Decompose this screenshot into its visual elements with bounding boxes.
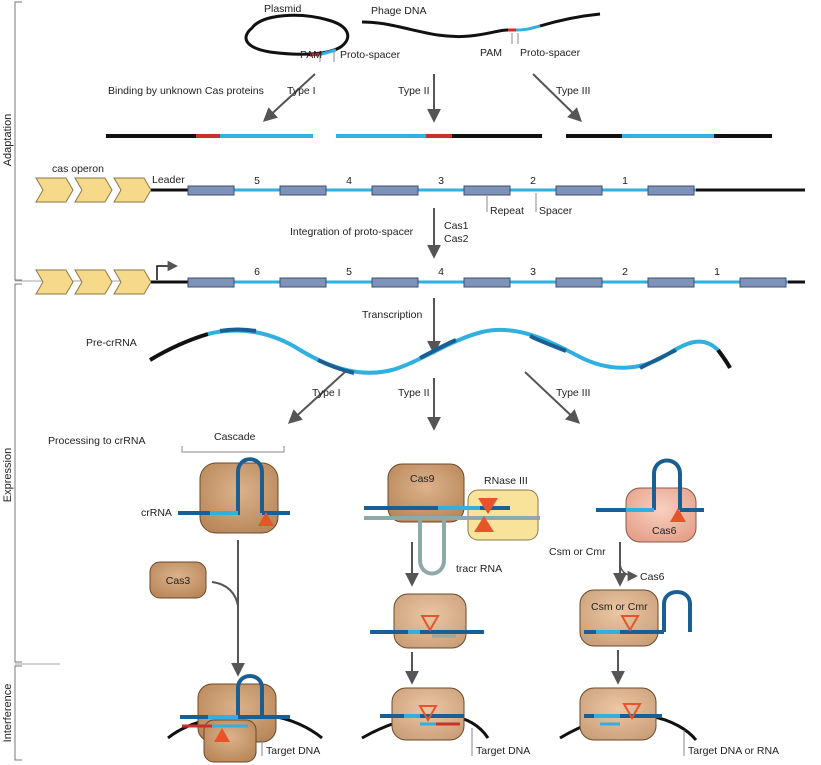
spacer-number: 5	[254, 175, 260, 187]
spacer-number: 3	[530, 266, 536, 278]
integration-label: Integration of proto-spacer	[290, 226, 414, 238]
spacer-number: 2	[622, 266, 628, 278]
type-i-label-expr: Type I	[312, 387, 341, 399]
cas3-label: Cas3	[166, 575, 191, 587]
cas6-label: Cas6	[652, 525, 677, 537]
type-ii-label-expr: Type II	[398, 387, 430, 399]
spacer-number: 3	[438, 175, 444, 187]
cascade-label: Cascade	[214, 431, 256, 443]
crrna-label: crRNA	[141, 507, 172, 519]
csm-cmr-complex	[579, 589, 692, 647]
cas9-interference	[361, 687, 490, 741]
spacer-number: 4	[346, 175, 352, 187]
protospacer-label-left: Proto-spacer	[340, 49, 401, 61]
spacer-number: 4	[438, 266, 444, 278]
cas9-rnase-complex	[364, 463, 540, 576]
cas-operon-label: cas operon	[52, 163, 104, 175]
processing-label: Processing to crRNA	[48, 435, 145, 447]
expression-label: Expression	[2, 448, 14, 502]
spacer-number: 1	[622, 175, 628, 187]
pre-crrna-label: Pre-crRNA	[86, 337, 137, 349]
cas-operon-genes-2	[35, 269, 152, 295]
rnase3-label: RNase III	[484, 475, 528, 487]
cas1-label: Cas1	[444, 220, 469, 232]
cas2-label: Cas2	[444, 233, 469, 245]
spacer-label: Spacer	[539, 205, 573, 217]
binding-text: Binding by unknown Cas proteins	[108, 85, 264, 97]
csm-cmr-box-label: Csm or Cmr	[591, 601, 648, 613]
type-iii-arrow	[532, 73, 583, 122]
csm-cmr-interference	[559, 687, 698, 741]
transcription-label: Transcription	[362, 309, 422, 321]
type-ii-label-top: Type II	[398, 85, 430, 97]
plasmid-loop	[244, 13, 350, 57]
target-dna-rna-label: Target DNA or RNA	[688, 745, 779, 757]
type-i-interference-complex	[167, 674, 323, 763]
spacer-number: 5	[346, 266, 352, 278]
promoter-arrow	[156, 260, 179, 280]
repeat-label: Repeat	[490, 205, 524, 217]
type-i-label-top: Type I	[287, 85, 316, 97]
target-dna-label-1: Target DNA	[266, 745, 320, 757]
leader-label: Leader	[152, 174, 185, 186]
pre-crrna-wave	[148, 327, 732, 375]
plasmid-label: Plasmid	[264, 3, 302, 15]
type-i-expr-arrow	[287, 371, 346, 424]
spacer-number: 1	[714, 266, 720, 278]
spacer-number: 2	[530, 175, 536, 187]
spacer-number: 6	[254, 266, 260, 278]
cas9-processed	[370, 593, 484, 649]
interference-label: Interference	[2, 684, 14, 743]
protospacer-label-right: Proto-spacer	[520, 47, 581, 59]
adaptation-label: Adaptation	[2, 114, 14, 167]
repeat-boxes-1	[187, 185, 695, 196]
csm-cmr-label: Csm or Cmr	[549, 546, 606, 558]
cascade-complex	[178, 457, 290, 534]
pam-label-left: PAM	[300, 49, 322, 61]
phage-dna-strand	[361, 12, 601, 39]
side-bracket	[14, 1, 380, 761]
target-dna-label-2: Target DNA	[476, 745, 530, 757]
repeat-boxes-2	[187, 277, 787, 288]
pam-label-right: PAM	[480, 47, 502, 59]
phage-dna-label: Phage DNA	[371, 5, 426, 17]
cas6-complex	[596, 458, 704, 543]
cas-operon-genes-1	[35, 177, 152, 203]
type-iii-expr-arrow	[524, 371, 581, 424]
cas9-label-1: Cas9	[410, 473, 435, 485]
type-iii-label-expr: Type III	[556, 387, 590, 399]
tracr-label: tracr RNA	[456, 563, 502, 575]
cas6-release-label: Cas6	[640, 571, 665, 583]
type-i-arrow	[262, 73, 316, 122]
type-iii-label-top: Type III	[556, 85, 590, 97]
cas3-protein	[149, 561, 207, 599]
